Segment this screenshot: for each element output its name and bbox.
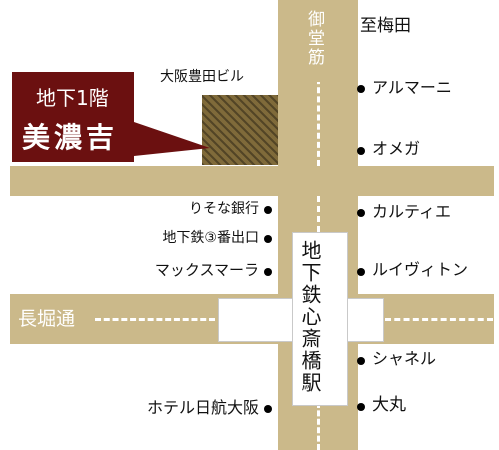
landmark-right: 大丸: [372, 395, 406, 415]
landmark-dot: [357, 209, 365, 217]
landmark-left: 地下鉄③番出口: [162, 230, 259, 246]
station-name: 地下鉄心斎橋駅: [298, 240, 322, 394]
callout-floor: 地下1階: [36, 86, 109, 110]
building-label: 大阪豊田ビル: [160, 69, 244, 85]
nagahori-centerline-left: [95, 318, 215, 321]
street-name-nagahori: 長堀通: [18, 308, 76, 330]
landmark-dot: [264, 268, 272, 276]
landmark-dot: [357, 147, 365, 155]
landmark-right: アルマーニ: [372, 78, 452, 97]
landmark-dot: [357, 85, 365, 93]
midosuji-centerline: [317, 60, 320, 166]
street-label-bg: [302, 6, 332, 82]
landmark-dot: [264, 405, 272, 413]
landmark-left: りそな銀行: [189, 201, 259, 217]
landmark-dot: [357, 403, 365, 411]
callout-shop-name: 美濃吉: [22, 121, 119, 154]
landmark-right: オメガ: [372, 139, 421, 158]
upper-cross-road: [10, 166, 494, 196]
landmark-right: シャネル: [372, 349, 437, 368]
station-box: [292, 232, 348, 406]
landmark-right: カルティエ: [372, 202, 452, 221]
landmark-dot: [357, 357, 365, 365]
landmark-left: マックスマーラ: [154, 261, 259, 279]
midosuji-centerline-lower: [317, 196, 320, 232]
landmark-right: ルイヴィトン: [372, 260, 469, 279]
callout-shape: [12, 72, 210, 162]
midosuji-centerline-bottom: [317, 402, 320, 450]
landmark-dot: [264, 235, 272, 243]
landmark-left: ホテル日航大阪: [146, 398, 259, 417]
building-footprint: [202, 95, 278, 165]
landmark-dot: [264, 206, 272, 214]
nagahori-centerline-right: [385, 318, 493, 321]
landmark-dot: [357, 268, 365, 276]
direction-label: 至梅田: [360, 16, 411, 36]
street-name-midosuji: 御堂筋: [304, 10, 324, 67]
